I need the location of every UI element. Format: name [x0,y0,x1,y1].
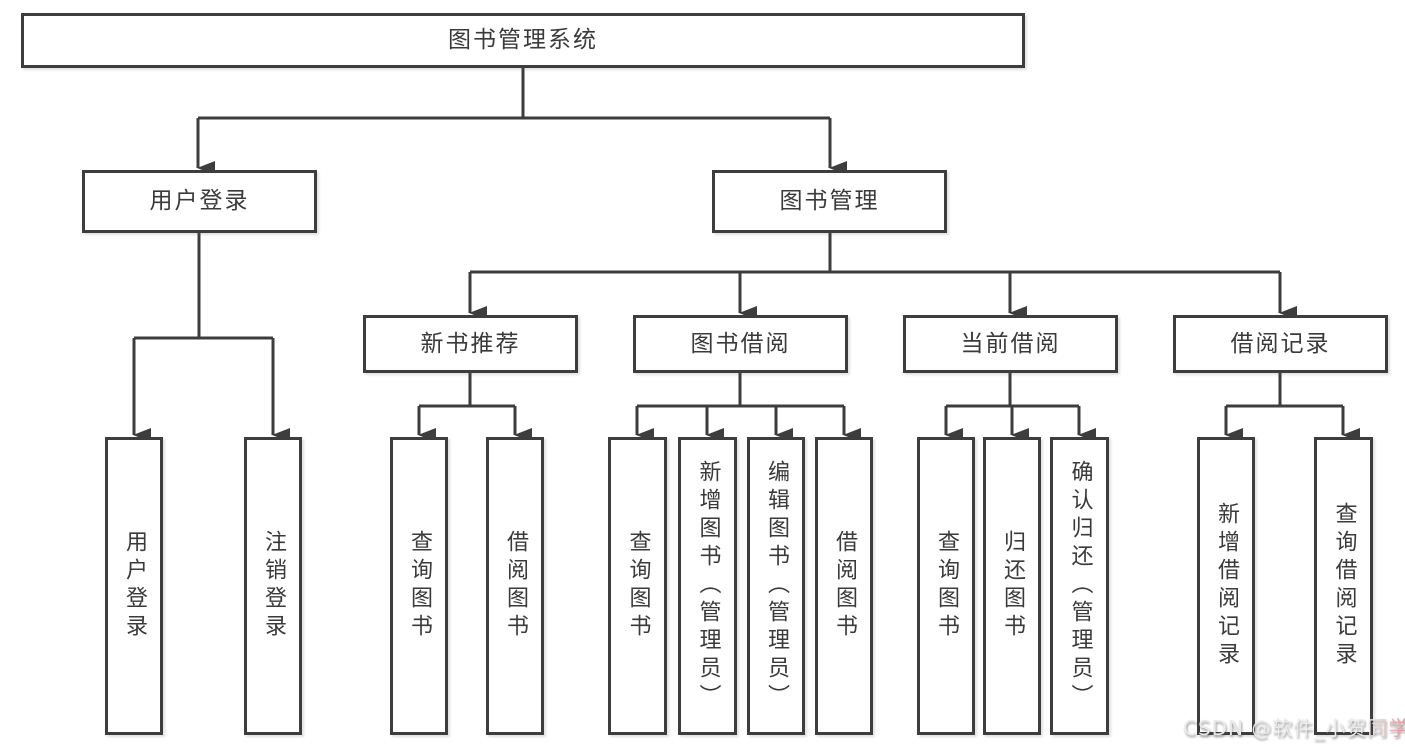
node-label: 编辑图书（管理员） [764,460,789,712]
leaf-borrowing-query-books: 查询图书 [608,437,667,735]
node-label: 用户登录 [122,530,147,642]
node-label: 借阅图书 [503,530,528,642]
node-label: 确认归还（管理员） [1067,460,1093,712]
node-root-library-system: 图书管理系统 [21,13,1025,68]
node-label: 图书借阅 [690,330,791,357]
leaf-add-books-admin: 新增图书（管理员） [678,437,737,735]
node-label: 图书管理 [779,188,880,214]
leaf-current-query-books: 查询图书 [917,437,975,735]
leaf-query-borrow-record: 查询借阅记录 [1314,437,1373,735]
leaf-return-books: 归还图书 [983,437,1041,735]
node-label: 图书管理系统 [448,27,598,53]
leaf-recommend-borrow-books: 借阅图书 [486,437,544,735]
node-user-login: 用户登录 [82,170,317,233]
node-label: 查询图书 [407,530,432,642]
leaf-add-borrow-record: 新增借阅记录 [1197,437,1255,735]
leaf-borrow-books: 借阅图书 [815,437,873,735]
node-label: 当前借阅 [960,330,1061,357]
leaf-logout: 注销登录 [244,437,302,735]
node-label: 归还图书 [1000,530,1025,642]
node-label: 查询图书 [625,530,651,642]
watermark: CSDN @软件_小贺同学 [1183,712,1405,741]
node-label: 借阅图书 [832,530,857,642]
node-borrowing-records: 借阅记录 [1173,315,1388,373]
node-current-borrowing: 当前借阅 [903,315,1118,373]
node-label: 用户登录 [149,188,250,214]
node-label: 新书推荐 [420,330,521,357]
leaf-user-login: 用户登录 [105,437,163,735]
node-label: 注销登录 [261,530,286,642]
node-book-borrowing: 图书借阅 [633,315,848,373]
leaf-confirm-return-admin: 确认归还（管理员） [1050,437,1109,735]
node-label: 新增借阅记录 [1214,502,1239,670]
node-label: 借阅记录 [1230,330,1331,357]
node-label: 查询借阅记录 [1331,502,1357,670]
leaf-edit-books-admin: 编辑图书（管理员） [747,437,805,735]
node-book-management: 图书管理 [712,170,947,233]
node-new-book-recommend: 新书推荐 [363,315,578,373]
node-label: 新增图书（管理员） [695,460,721,712]
leaf-recommend-query-books: 查询图书 [390,437,448,735]
node-label: 查询图书 [934,530,959,642]
